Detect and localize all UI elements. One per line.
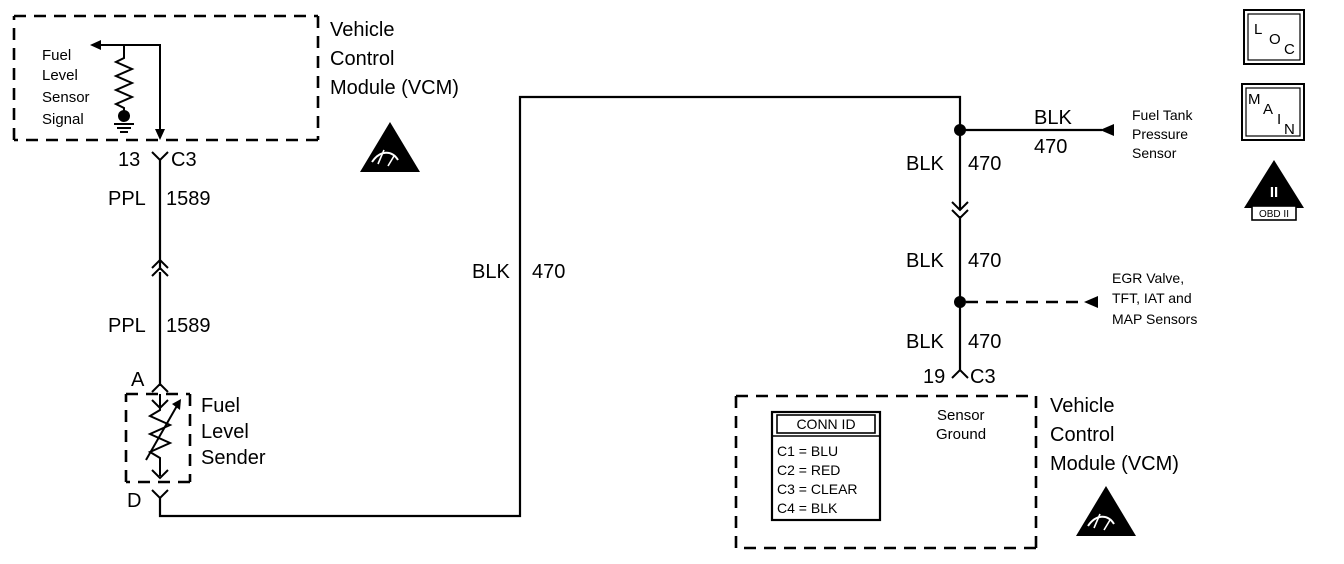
fuel-level-sender: A Fuel Level Sender D (124, 369, 266, 512)
wire-blk-center-color: BLK (472, 261, 510, 283)
variable-resistor-arrow-line (145, 403, 179, 461)
vcm-top-title-line2: Control (330, 48, 394, 70)
sender-label-line2: Level (201, 421, 249, 443)
loc-letter-l: L (1254, 21, 1262, 38)
splice-1: BLK 470 Fuel Tank Pressure Sensor (954, 107, 1193, 161)
sender-connector-top-icon (151, 382, 169, 393)
wire-blk-splice1-color: BLK (1034, 107, 1072, 129)
main-letter-i: I (1277, 111, 1281, 128)
connector-c3-bottom-label: C3 (970, 366, 996, 388)
connector-c3-pin13: 13 C3 (118, 149, 197, 171)
obd-label: OBD II (1259, 209, 1289, 220)
wire-blk-right3-circuit: 470 (968, 331, 1001, 353)
main-letter-n: N (1284, 121, 1295, 138)
main-letter-m: M (1248, 91, 1261, 108)
fuel-tank-label-line1: Fuel Tank (1132, 107, 1193, 123)
sender-pin-d: D (127, 490, 141, 512)
esd-warning-icon (360, 122, 420, 172)
vcm-bottom-title-line1: Vehicle (1050, 395, 1115, 417)
wire-blk-470-right: BLK 470 BLK 470 BLK 470 (906, 130, 1001, 370)
main-icon[interactable]: M A I N (1241, 83, 1305, 141)
sender-label-line3: Sender (201, 447, 266, 469)
pin-19-label: 19 (923, 366, 945, 388)
egr-label-line1: EGR Valve, (1112, 270, 1184, 286)
resistor-icon (113, 45, 135, 113)
wire-ppl-lower-circuit: 1589 (166, 315, 211, 337)
sender-terminal-icons (151, 399, 169, 480)
vcm-bottom-title-line3: Module (VCM) (1050, 453, 1179, 475)
ground-symbol-icon (114, 123, 134, 133)
conn-id-header: CONN ID (796, 416, 855, 432)
conn-id-row-3: C3 = CLEAR (777, 481, 858, 497)
wire-blk-right3-color: BLK (906, 331, 944, 353)
egr-label-line3: MAP Sensors (1112, 311, 1197, 327)
connector-c3-pin19: 19 C3 (923, 366, 996, 388)
wire-blk-right1-circuit: 470 (968, 153, 1001, 175)
sensor-ground-line2: Ground (936, 426, 986, 443)
main-letter-a: A (1263, 101, 1273, 118)
splice-2: EGR Valve, TFT, IAT and MAP Sensors (954, 270, 1197, 327)
conn-id-row-2: C2 = RED (777, 462, 840, 478)
signal-label-line2: Level (42, 67, 78, 84)
wire-ppl-upper-color: PPL (108, 188, 146, 210)
ground-node-icon (118, 110, 130, 122)
signal-label-line3: Sensor (42, 89, 90, 106)
conn-id-table: CONN ID C1 = BLU C2 = RED C3 = CLEAR C4 … (770, 410, 882, 522)
wire-ppl-1589: PPL 1589 PPL 1589 (108, 160, 211, 386)
signal-arrow-icon (90, 40, 101, 50)
variable-resistor-icon (147, 394, 173, 476)
wire-blk-right2-color: BLK (906, 250, 944, 272)
sender-pin-a: A (131, 369, 145, 391)
signal-label-line4: Signal (42, 111, 84, 128)
fuel-tank-label-line2: Pressure (1132, 126, 1188, 142)
wire-blk-470-main: BLK 470 (158, 95, 962, 518)
vcm-bottom-title-line2: Control (1050, 424, 1114, 446)
wire-ppl-upper-circuit: 1589 (166, 188, 211, 210)
pullup-resistor-circuit (90, 40, 165, 140)
wire-blk-right2-circuit: 470 (968, 250, 1001, 272)
vcm-top-module: Vehicle Control Module (VCM) Fuel Level … (12, 14, 459, 172)
obd-ii-icon[interactable]: II OBD II (1244, 160, 1304, 221)
connector-chevron-icon (151, 151, 169, 162)
egr-label-line2: TFT, IAT and (1112, 290, 1192, 306)
vcm-top-title-line3: Module (VCM) (330, 77, 459, 99)
connector-pin19-chevron-icon (951, 368, 969, 379)
conn-id-row-1: C1 = BLU (777, 443, 838, 459)
vcm-bottom-module: Sensor Ground Vehicle Control Module (VC… (734, 394, 1179, 550)
sender-connector-bottom-icon (151, 489, 169, 500)
wire-blk-splice1-circuit: 470 (1034, 136, 1067, 158)
fuel-tank-label-line3: Sensor (1132, 145, 1177, 161)
variable-arrow-icon (172, 399, 181, 410)
loc-icon[interactable]: L O C (1243, 9, 1305, 65)
sender-label-line1: Fuel (201, 395, 240, 417)
inline-connector-icon (151, 258, 169, 277)
vcm-bottom-dashed-border (734, 394, 1038, 550)
wire-ppl-lower-color: PPL (108, 315, 146, 337)
loc-letter-o: O (1269, 31, 1281, 48)
vcm-top-title-line1: Vehicle (330, 19, 395, 41)
esd-warning-icon-bottom (1076, 486, 1136, 536)
obd-numeral: II (1270, 184, 1278, 201)
connector-c3-label: C3 (171, 149, 197, 171)
signal-label-line1: Fuel (42, 47, 71, 64)
loc-letter-c: C (1284, 41, 1295, 58)
egr-arrow-icon (1084, 296, 1098, 308)
sensor-ground-line1: Sensor (937, 407, 985, 424)
pin-13-label: 13 (118, 149, 140, 171)
wire-blk-right1-color: BLK (906, 153, 944, 175)
signal-arrow-down-icon (155, 129, 165, 140)
sender-dashed-border (124, 392, 192, 484)
fuel-tank-arrow-icon (1100, 124, 1114, 136)
conn-id-row-4: C4 = BLK (777, 500, 838, 516)
conn-id-header-box (776, 414, 876, 434)
vcm-top-dashed-border (12, 14, 320, 142)
wire-blk-center-circuit: 470 (532, 261, 565, 283)
splice-dot-2 (954, 296, 966, 308)
